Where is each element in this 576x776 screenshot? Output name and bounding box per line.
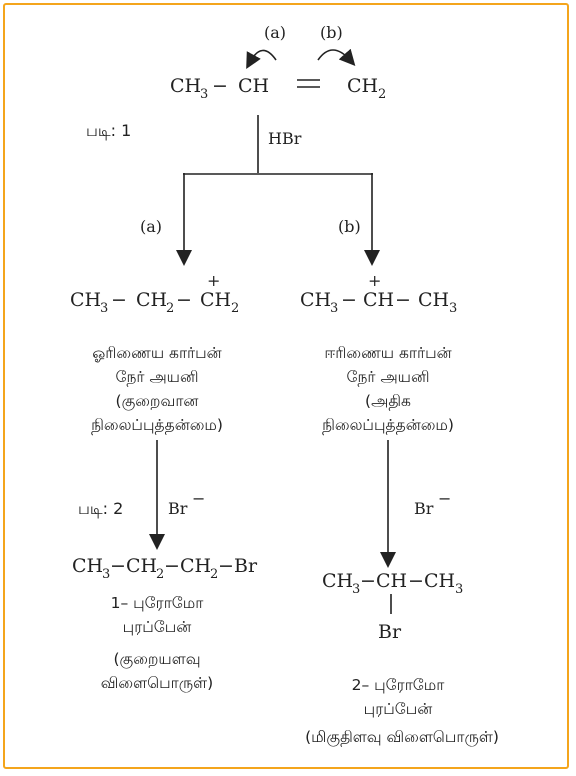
ca-desc-line: நிலைப்புத்தன்மை) <box>91 416 223 434</box>
cb-desc-line: நிலைப்புத்தன்மை) <box>322 416 454 434</box>
cb-desc-line: நேர் அயனி <box>346 368 429 386</box>
product-a-name: 1– புரோமோ புரப்பேன் (குறையளவு விளைபொருள்… <box>101 594 213 693</box>
pb-sub3: 3 <box>352 582 360 597</box>
ca-plus-charge: + <box>207 271 220 290</box>
reactant-ch3: CH <box>170 75 201 97</box>
ca-ch2b: CH <box>200 289 231 311</box>
branch-b-description: ஈரிணைய கார்பன் நேர் அயனி (அதிக நிலைப்புத… <box>322 344 454 434</box>
ca-dash2: − <box>176 289 192 311</box>
arrow-b-label: (b) <box>320 23 343 42</box>
branch-a-label: (a) <box>140 217 162 236</box>
pa-ch3: CH <box>72 555 103 577</box>
branch-b-carbocation: CH 3 − + CH − CH 3 <box>300 271 457 316</box>
reactant-dash: − <box>212 75 228 97</box>
ca-desc-line: (குறைவான <box>116 392 200 411</box>
product-a-formula: CH 3 − CH 2 − CH 2 − Br <box>72 555 258 582</box>
pb-sub3b: 3 <box>455 582 463 597</box>
pb-ch3: CH <box>322 570 353 592</box>
pa-sub2: 2 <box>156 567 164 582</box>
step1-reagent: HBr <box>268 129 302 148</box>
ca-ch2: CH <box>136 289 167 311</box>
pb-dash: − <box>408 570 424 592</box>
pb-name-line: புரப்பேன் <box>364 700 434 718</box>
reactant: (a) (b) CH 3 − CH CH 2 <box>170 23 386 102</box>
branch-b-label: (b) <box>338 217 361 236</box>
step2-b-reagent: Br <box>414 499 434 518</box>
ca-sub2b: 2 <box>231 301 239 316</box>
pb-br: Br <box>378 621 402 643</box>
pa-dash: − <box>218 555 234 577</box>
pa-dash: − <box>164 555 180 577</box>
product-b-name: 2– புரோமோ புரப்பேன் (மிகுதிளவு விளைபொருள… <box>305 676 499 747</box>
pb-name-line: (மிகுதிளவு விளைபொருள்) <box>305 728 499 747</box>
pa-name-line: 1– புரோமோ <box>111 594 205 612</box>
curved-arrow-a <box>246 49 277 70</box>
pa-name-line: (குறையளவு <box>113 650 200 669</box>
step2-a-reagent: Br <box>168 499 188 518</box>
cb-desc-line: ஈரிணைய கார்பன் <box>324 344 452 362</box>
ca-sub3: 3 <box>100 301 108 316</box>
pb-dash: − <box>360 570 376 592</box>
ca-desc-line: நேர் அயனி <box>115 368 198 386</box>
pb-ch3b: CH <box>424 570 455 592</box>
ca-desc-line: ஓரிணைய கார்பன் <box>92 344 222 362</box>
curved-arrow-b <box>317 48 356 66</box>
pa-dash: − <box>110 555 126 577</box>
cb-sub3: 3 <box>330 301 338 316</box>
step2-a-reagent-charge: − <box>192 489 205 508</box>
diagram-frame <box>3 3 569 769</box>
reactant-ch: CH <box>238 75 269 97</box>
step1-label: படி: 1 <box>86 121 131 140</box>
ca-dash1: − <box>111 289 127 311</box>
pa-ch2: CH <box>126 555 157 577</box>
step2-label: படி: 2 <box>78 499 123 518</box>
arrow-a-label: (a) <box>264 23 286 42</box>
step2-b-reagent-charge: − <box>438 489 451 508</box>
reactant-ch3-sub: 3 <box>200 87 208 102</box>
cb-plus-charge: + <box>368 271 381 290</box>
cb-ch3b: CH <box>418 289 449 311</box>
cb-dash1: − <box>341 289 357 311</box>
cb-sub3b: 3 <box>449 301 457 316</box>
pa-sub2b: 2 <box>210 567 218 582</box>
pa-br: Br <box>234 555 258 577</box>
reactant-ch2: CH <box>347 75 378 97</box>
ca-sub2: 2 <box>166 301 174 316</box>
cb-desc-line: (அதிக <box>365 392 411 410</box>
reactant-ch2-sub: 2 <box>378 87 386 102</box>
cb-dash2: − <box>395 289 411 311</box>
pa-name-line: புரப்பேன் <box>123 618 193 636</box>
pa-sub3: 3 <box>102 567 110 582</box>
cb-ch: CH <box>363 289 394 311</box>
cb-ch3: CH <box>300 289 331 311</box>
ca-ch3: CH <box>70 289 101 311</box>
product-b-formula: CH 3 − CH − CH 3 Br <box>322 570 463 643</box>
pb-name-line: 2– புரோமோ <box>352 676 446 694</box>
branch-a-description: ஓரிணைய கார்பன் நேர் அயனி (குறைவான நிலைப்… <box>91 344 223 434</box>
branch-a-carbocation: CH 3 − CH 2 − + CH 2 <box>70 271 239 316</box>
pa-ch2b: CH <box>180 555 211 577</box>
pb-ch: CH <box>376 570 407 592</box>
pa-name-line: விளைபொருள்) <box>101 674 213 693</box>
